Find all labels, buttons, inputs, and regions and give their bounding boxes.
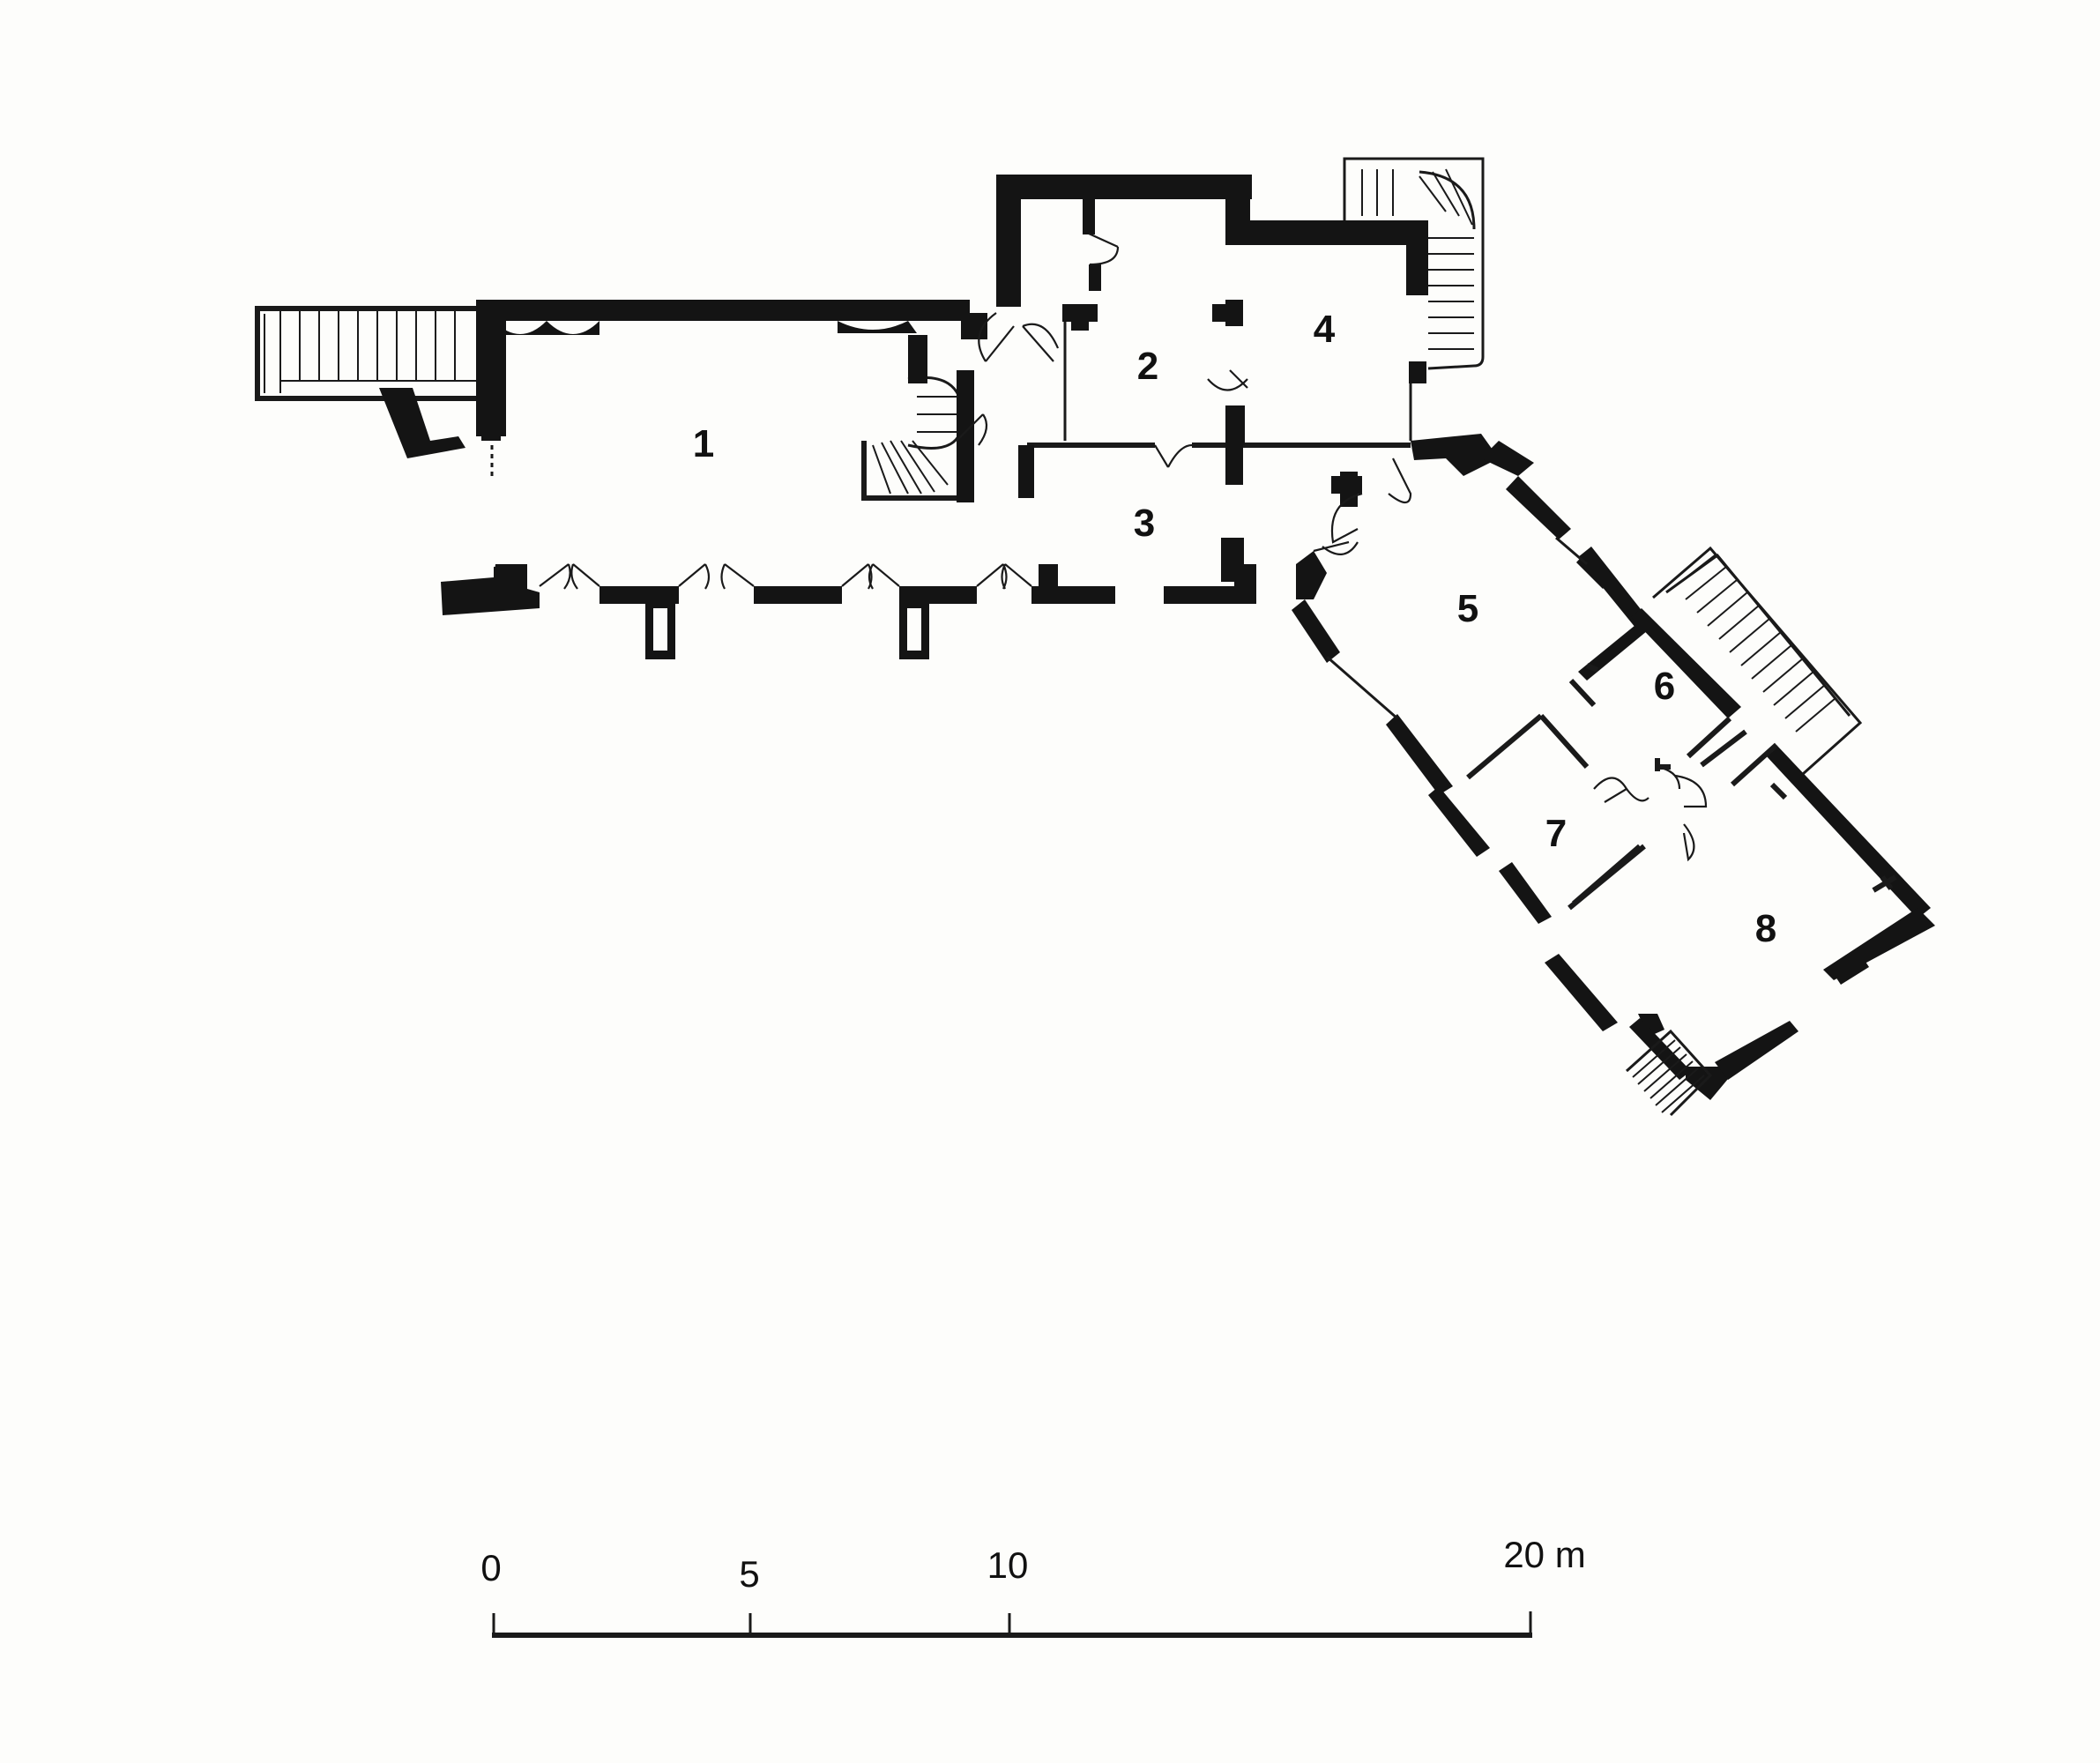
room-label-2: 2 (1137, 345, 1158, 388)
colonnade-doors (539, 563, 1032, 590)
central-doors (956, 232, 1248, 468)
hall-walls (441, 300, 1115, 659)
south-wing-doors (1593, 765, 1708, 862)
room-label-6: 6 (1654, 665, 1675, 708)
east-long-stair (1652, 546, 1863, 776)
room-label-8: 8 (1755, 907, 1776, 950)
room-4-walls (1227, 220, 1428, 445)
scale-tick-label-20: 20 m (1503, 1534, 1585, 1575)
scale-tick-label-5: 5 (739, 1553, 759, 1595)
room-label-4: 4 (1314, 308, 1336, 351)
room-5-lines (1313, 457, 1588, 720)
room-label-5: 5 (1457, 587, 1478, 630)
east-stair (1343, 157, 1485, 370)
south-steps (1625, 1029, 1713, 1117)
room-label-3: 3 (1134, 502, 1155, 545)
central-walls (861, 175, 1411, 604)
scale-bar: 0 5 10 20 m (480, 1534, 1586, 1638)
room-5-walls (1292, 434, 1647, 795)
west-stair (255, 306, 476, 458)
room-label-7: 7 (1545, 812, 1567, 855)
scale-tick-label-10: 10 (987, 1544, 1029, 1586)
room-labels: 1 2 3 4 5 6 7 8 (693, 308, 1776, 950)
room-label-1: 1 (693, 422, 714, 465)
south-wing-walls (1428, 608, 1935, 1100)
scale-tick-label-0: 0 (480, 1547, 501, 1588)
